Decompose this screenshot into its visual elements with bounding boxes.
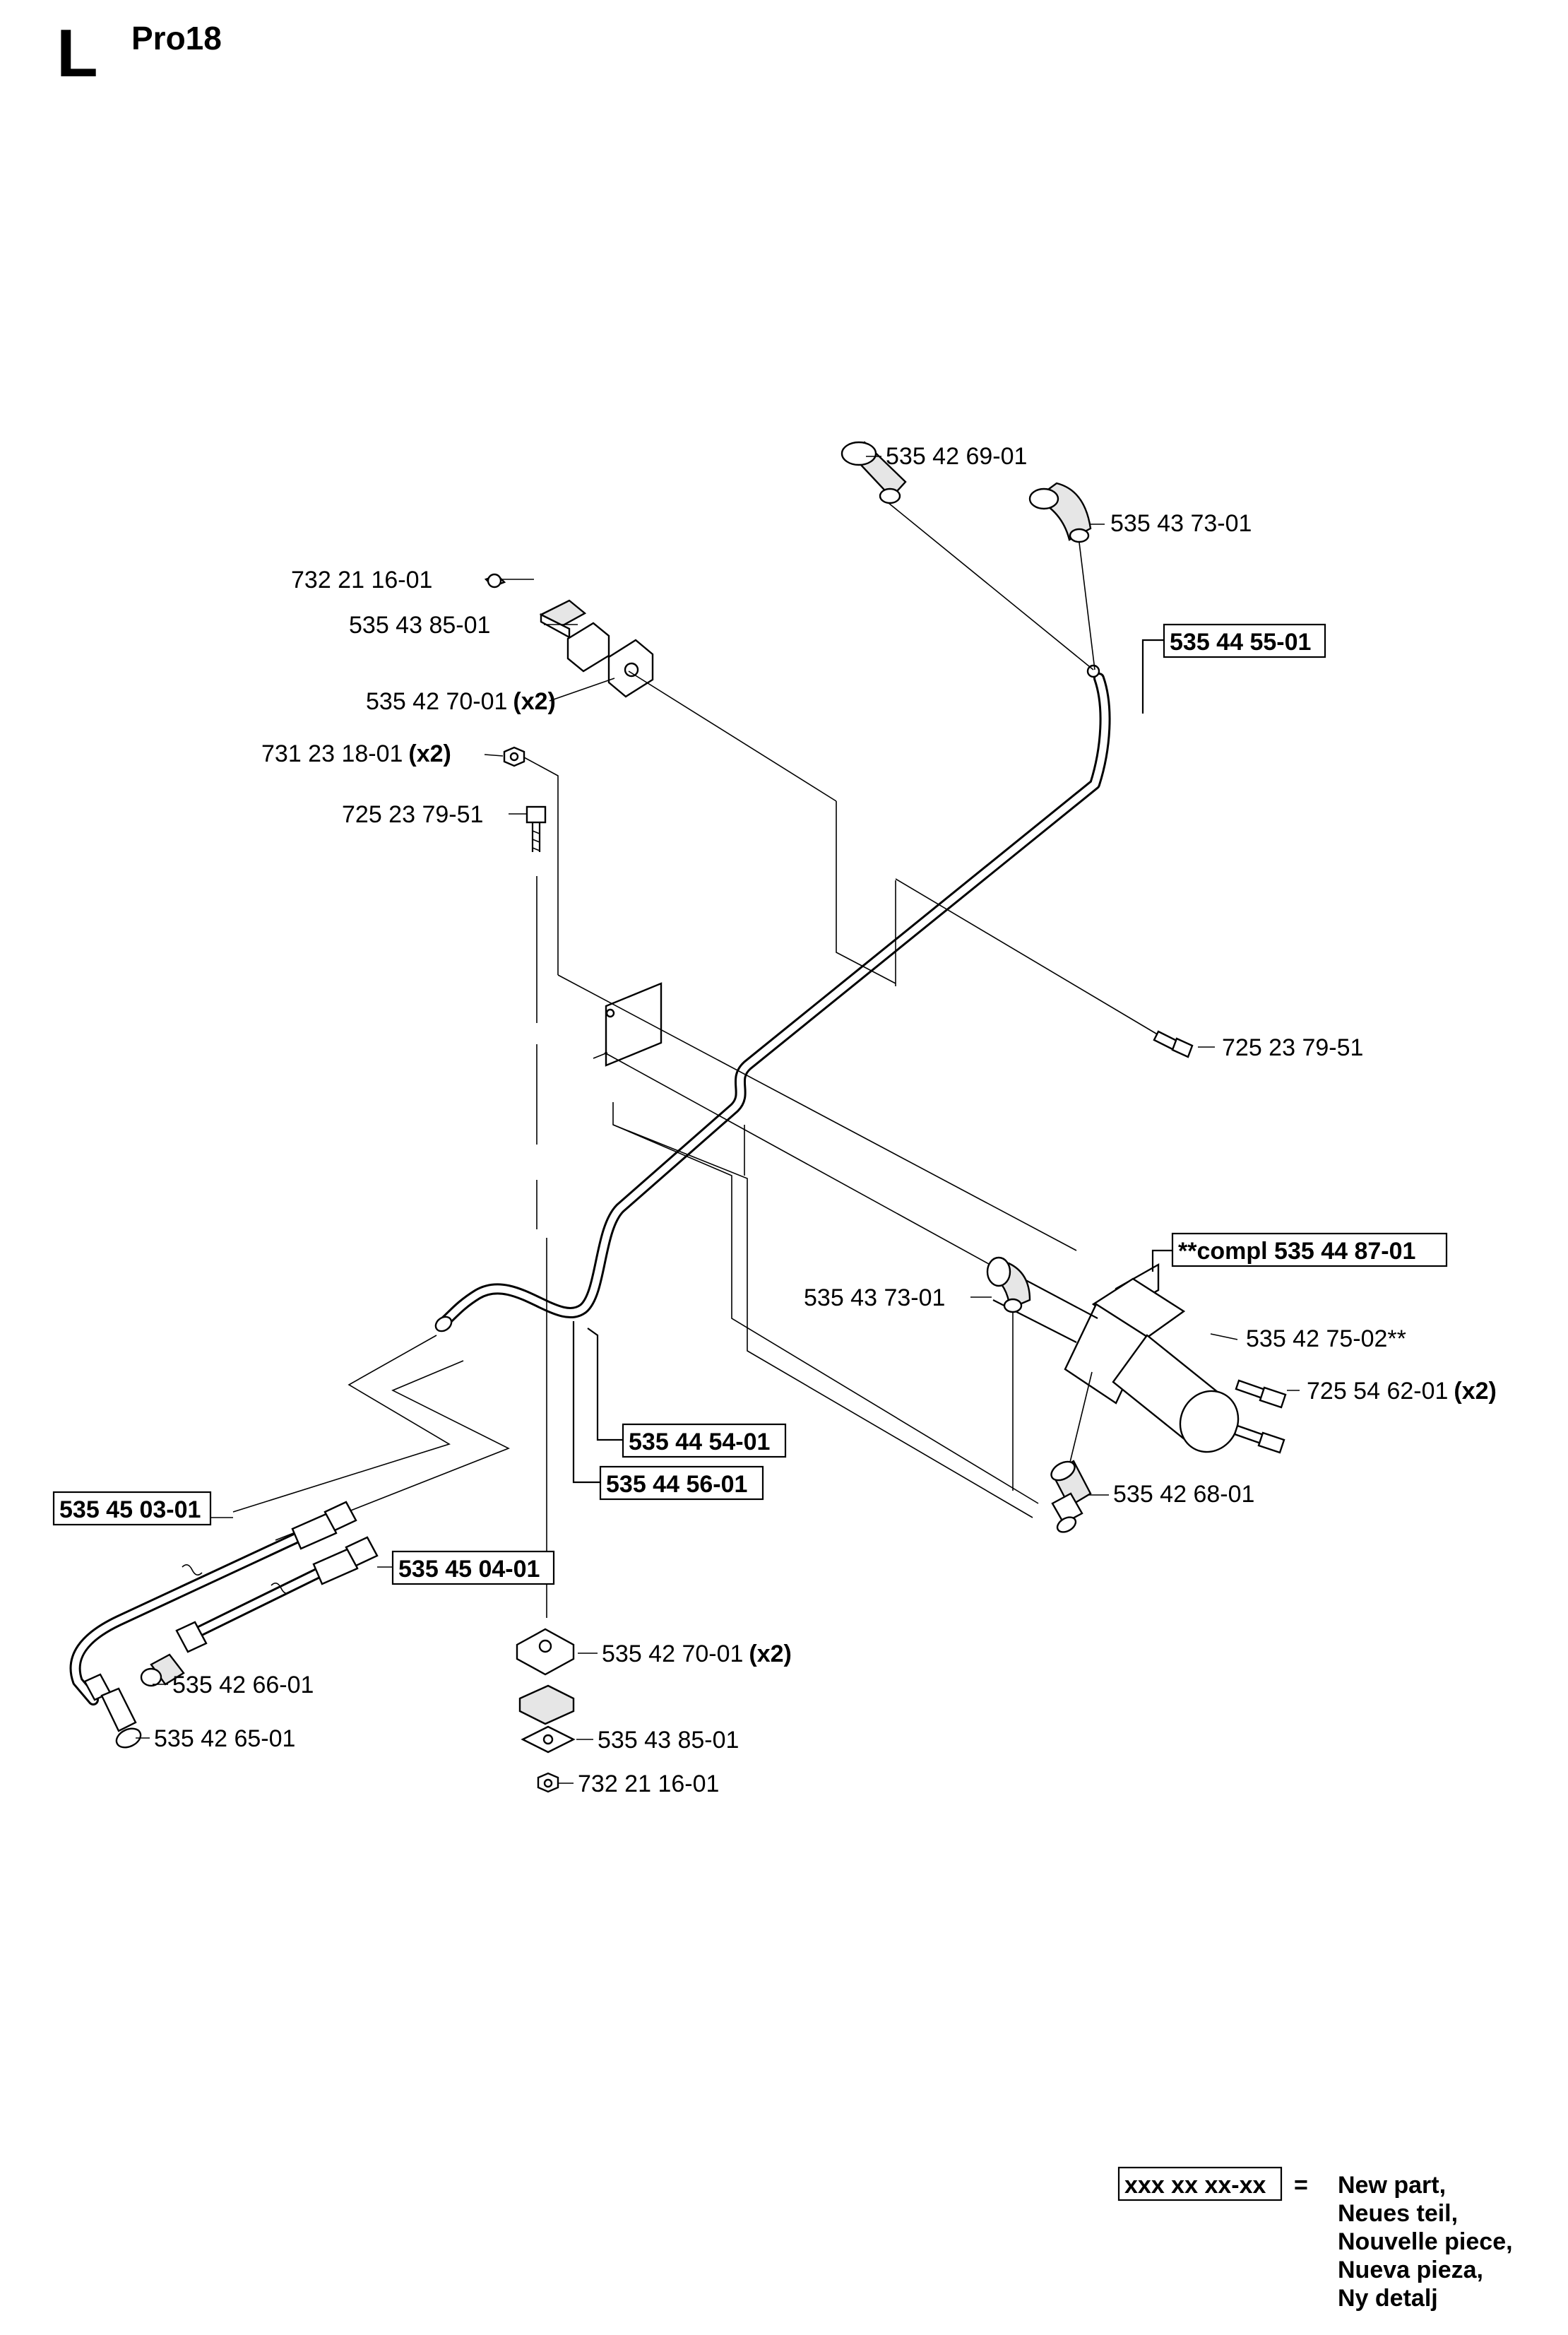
hydraulic-cylinder	[992, 1263, 1287, 1454]
label-535-42-68-01: 535 42 68-01	[1113, 1481, 1254, 1508]
bolt-725-23-79-51-right	[895, 878, 1194, 1058]
legend-line-1: New part,	[1338, 2172, 1446, 2199]
nut-731-23-18-01	[503, 746, 525, 767]
elbow-fitting-top-right	[1028, 482, 1092, 543]
new-part-box-compl-535-44-87-01	[1171, 1232, 1448, 1267]
new-part-box-535-44-54-01	[622, 1423, 787, 1458]
label-535-44-55-01: 535 44 55-01	[1170, 629, 1311, 656]
label-535-42-65-01: 535 42 65-01	[154, 1725, 295, 1752]
label-535-43-73-01-top: 535 43 73-01	[1110, 510, 1252, 537]
label-535-42-70-01-bottom: 535 42 70-01(x2)	[602, 1641, 792, 1667]
label-535-45-04-01: 535 45 04-01	[398, 1556, 540, 1583]
label-535-42-75-02: 535 42 75-02**	[1246, 1325, 1406, 1352]
legend-sample: xxx xx xx-xx	[1124, 2172, 1266, 2199]
label-731-23-18-01: 731 23 18-01(x2)	[261, 740, 451, 767]
legend-line-2: Neues teil,	[1338, 2200, 1458, 2227]
legend-sample-box	[1117, 2166, 1283, 2201]
mounting-plate	[593, 982, 663, 1067]
legend-equals: =	[1294, 2172, 1308, 2199]
hose-535-45-04-01	[140, 1536, 379, 1687]
legend-line-4: Nueva pieza,	[1338, 2257, 1483, 2283]
label-535-43-85-01-bottom: 535 43 85-01	[598, 1727, 739, 1754]
legend-line-3: Nouvelle piece,	[1338, 2228, 1513, 2255]
legend-line-5: Ny detalj	[1338, 2285, 1438, 2312]
pipe-end-nut	[1086, 664, 1100, 678]
label-725-54-62-01: 725 54 62-01(x2)	[1307, 1378, 1497, 1405]
clamp-group-upper	[484, 573, 654, 698]
straight-fitting-535-42-68-01	[1050, 1460, 1092, 1533]
new-part-box-535-45-03-01	[52, 1491, 212, 1526]
label-535-45-03-01: 535 45 03-01	[59, 1496, 201, 1523]
model-name: Pro18	[131, 20, 222, 57]
new-part-box-535-44-55-01	[1163, 623, 1326, 658]
label-535-44-56-01: 535 44 56-01	[606, 1471, 747, 1498]
label-535-42-70-01-top: 535 42 70-01(x2)	[366, 688, 556, 715]
hose-535-45-03-01	[69, 1501, 357, 1749]
label-535-42-66-01: 535 42 66-01	[172, 1672, 314, 1698]
bolt-725-23-79-51-left	[525, 805, 547, 852]
label-535-43-73-01-mid: 535 43 73-01	[804, 1284, 945, 1311]
label-732-21-16-01-top: 732 21 16-01	[291, 567, 432, 593]
new-part-box-535-45-04-01	[391, 1550, 555, 1585]
label-compl-535-44-87-01: **compl 535 44 87-01	[1178, 1238, 1415, 1265]
elbow-fitting-top-left	[841, 441, 907, 504]
label-725-23-79-51-left: 725 23 79-51	[342, 801, 483, 828]
legend: xxx xx xx-xx = New part, Neues teil, Nou…	[1117, 2166, 1513, 2312]
label-732-21-16-01-bottom: 732 21 16-01	[578, 1771, 719, 1797]
elbow-fitting-cylinder	[986, 1256, 1031, 1313]
clamp-group-lower	[516, 1628, 576, 1793]
label-535-42-69-01: 535 42 69-01	[886, 443, 1027, 470]
main-hydraulic-pipe	[434, 673, 1111, 1332]
new-part-box-535-44-56-01	[599, 1465, 764, 1501]
section-letter: L	[57, 16, 98, 91]
label-725-23-79-51-right: 725 23 79-51	[1222, 1034, 1363, 1061]
label-535-44-54-01: 535 44 54-01	[629, 1429, 770, 1455]
label-535-43-85-01-top: 535 43 85-01	[349, 612, 490, 639]
